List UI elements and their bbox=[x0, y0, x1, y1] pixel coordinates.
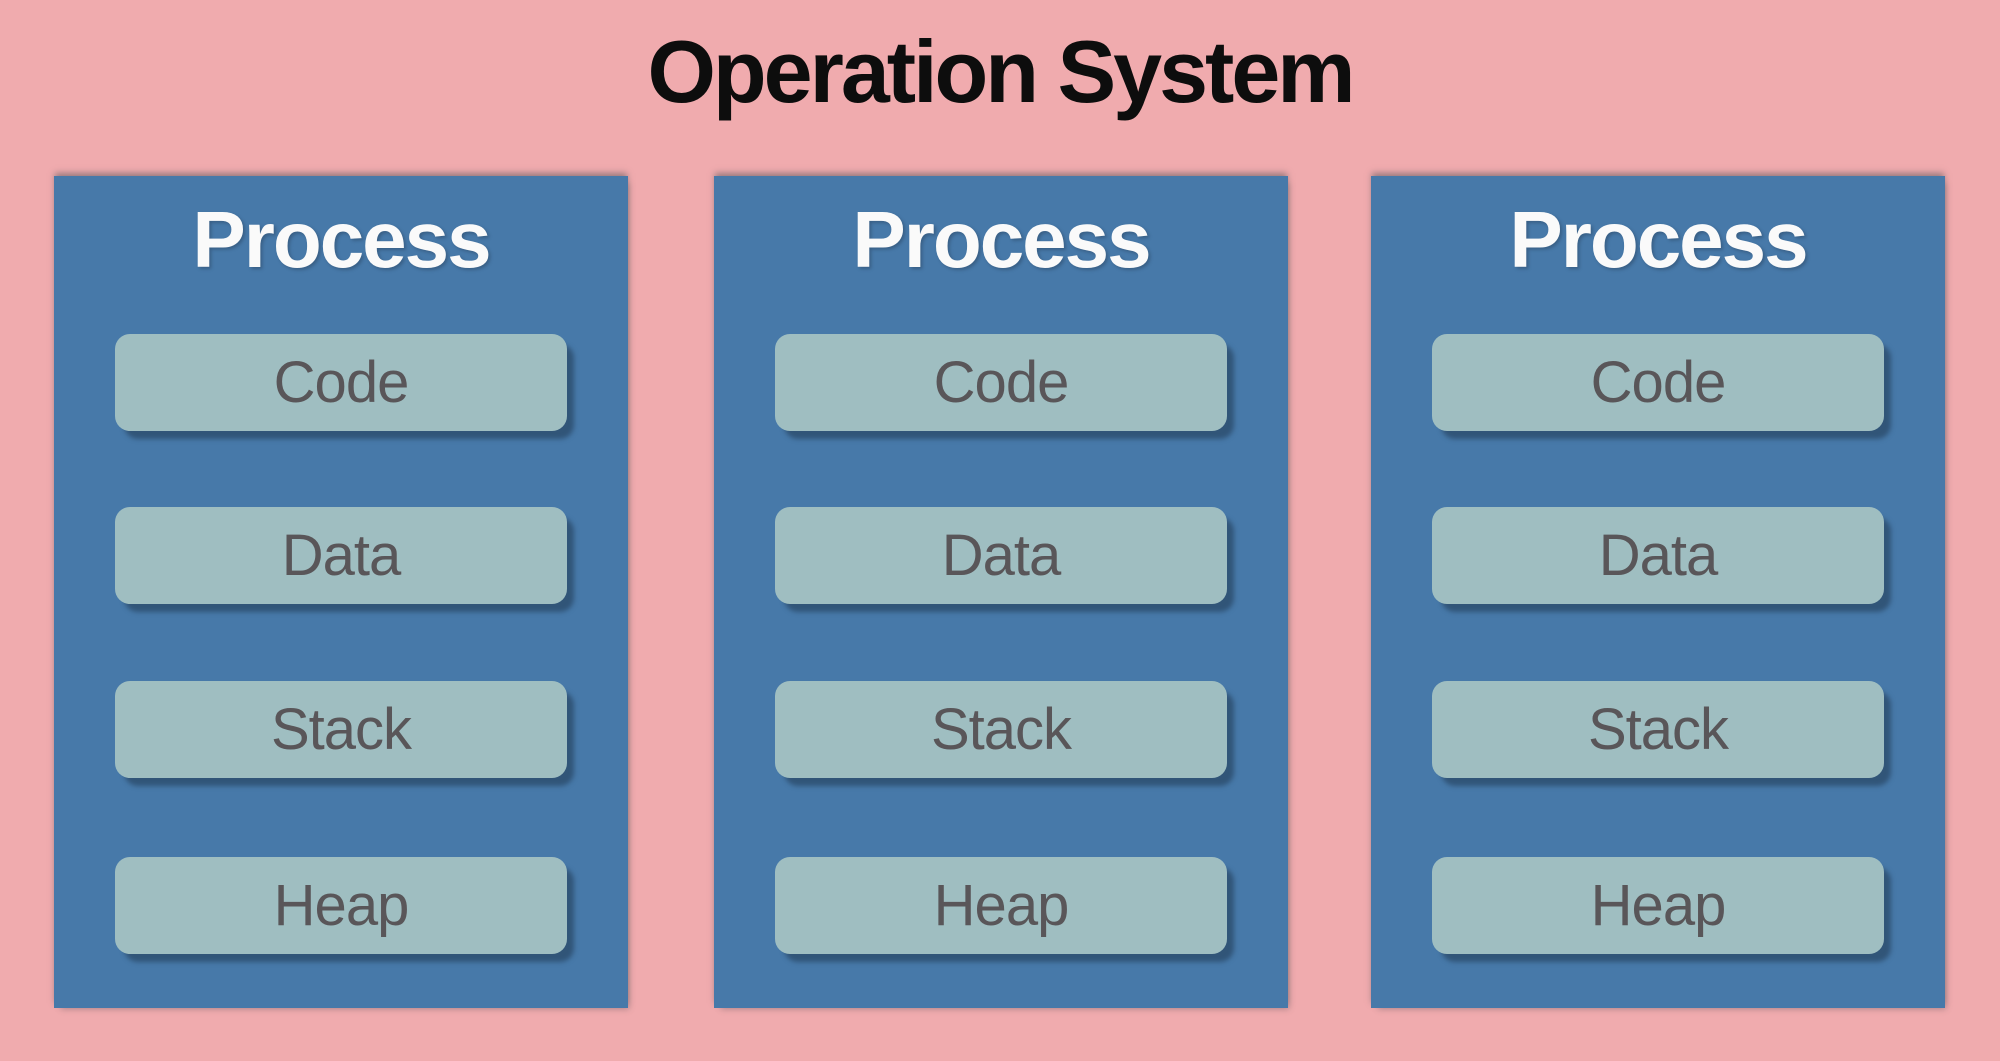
segment-data: Data bbox=[775, 507, 1227, 604]
process-box-1: Process Code Data Stack Heap bbox=[54, 176, 628, 1008]
segment-heap: Heap bbox=[115, 857, 567, 954]
segment-data: Data bbox=[115, 507, 567, 604]
segment-data: Data bbox=[1432, 507, 1884, 604]
segment-code: Code bbox=[775, 334, 1227, 431]
process-title: Process bbox=[192, 195, 491, 284]
segment-code: Code bbox=[1432, 334, 1884, 431]
segment-stack: Stack bbox=[115, 681, 567, 778]
segment-code: Code bbox=[115, 334, 567, 431]
segment-heap: Heap bbox=[1432, 857, 1884, 954]
segment-heap: Heap bbox=[775, 857, 1227, 954]
process-box-2: Process Code Data Stack Heap bbox=[714, 176, 1288, 1008]
process-box-3: Process Code Data Stack Heap bbox=[1371, 176, 1945, 1008]
segment-stack: Stack bbox=[775, 681, 1227, 778]
process-title: Process bbox=[1509, 195, 1808, 284]
process-title: Process bbox=[852, 195, 1151, 284]
os-title: Operation System bbox=[647, 22, 1355, 121]
segment-stack: Stack bbox=[1432, 681, 1884, 778]
